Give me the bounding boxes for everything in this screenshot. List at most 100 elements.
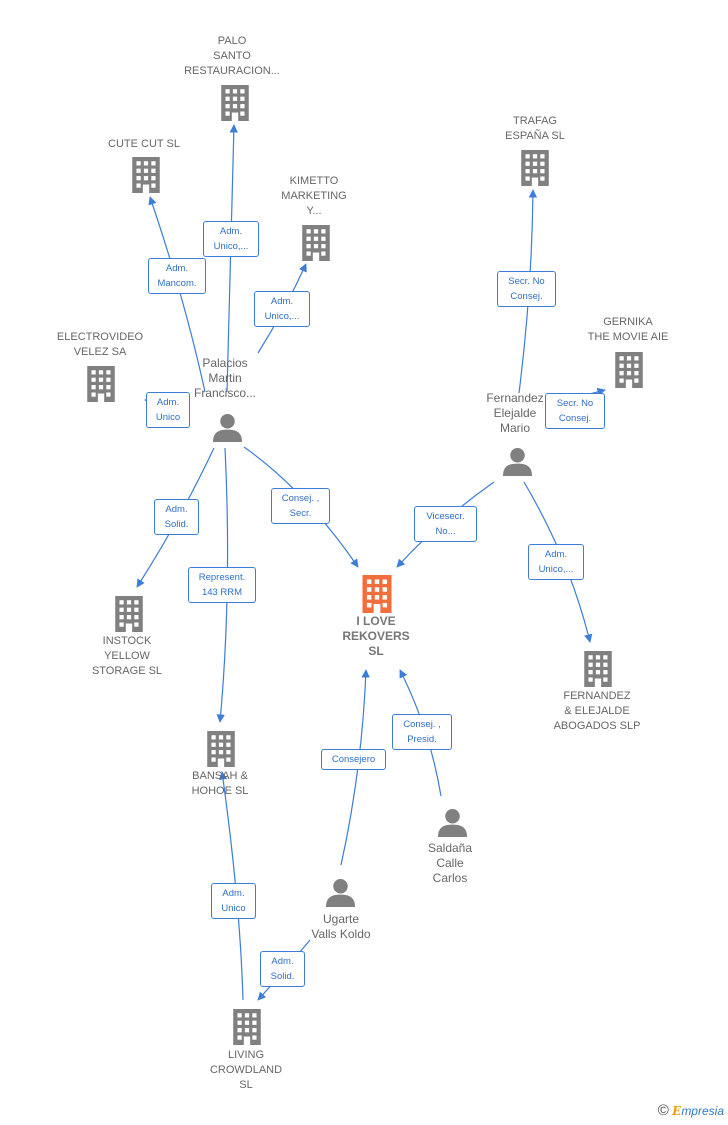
edge-label-fernandez-ilove[interactable]: Vicesecr. No... xyxy=(414,506,477,542)
company-label-line: BANSAH & xyxy=(192,770,248,782)
company-label-line: RESTAURACION... xyxy=(184,65,280,77)
edge-label-fernandez-gernika[interactable]: Secr. No Consej. xyxy=(545,393,605,429)
edge-label-line: Secr. No xyxy=(508,276,545,287)
company-label-line: CUTE CUT SL xyxy=(108,138,180,150)
company-cute-building-icon xyxy=(132,157,160,193)
edge-label-ugarte-living[interactable]: Adm. Solid. xyxy=(260,951,305,987)
person-label-line: Calle xyxy=(436,856,464,870)
edge-label-line: Consej. xyxy=(510,291,543,302)
center-label-line: I LOVE xyxy=(356,614,396,628)
company-label-line: VELEZ SA xyxy=(73,346,127,358)
brand-initial: E xyxy=(672,1104,682,1118)
edge-label-living-bansah[interactable]: Adm. Unico xyxy=(211,883,256,919)
person-label-palacios[interactable]: Palacios Martin Francisco... xyxy=(175,356,275,401)
company-label-cute[interactable]: CUTE CUT SL xyxy=(84,137,204,152)
person-label-fernandez[interactable]: Fernandez Elejalde Mario xyxy=(470,391,560,436)
person-label-line: Carlos xyxy=(432,871,468,885)
company-label-line: PALO xyxy=(217,35,247,47)
person-label-ugarte[interactable]: Ugarte Valls Koldo xyxy=(291,912,391,942)
company-palo-building-icon xyxy=(221,85,249,121)
edge-label-line: Adm. xyxy=(222,888,245,899)
company-bansah-building-icon xyxy=(207,731,235,767)
company-label-line: ABOGADOS SLP xyxy=(553,720,641,732)
company-label-kimetto[interactable]: KIMETTO MARKETING Y... xyxy=(264,174,364,219)
edge-label-palacios-ilove[interactable]: Consej. , Secr. xyxy=(271,488,330,524)
edge-label-line: Adm. xyxy=(156,397,180,408)
company-label-gernika[interactable]: GERNIKA THE MOVIE AIE xyxy=(564,315,692,345)
person-label-line: Francisco... xyxy=(193,386,256,400)
company-label-line: INSTOCK xyxy=(102,635,152,647)
edge-label-line: Unico,... xyxy=(264,311,300,322)
edge-label-palacios-kimetto[interactable]: Adm. Unico,... xyxy=(254,291,310,327)
person-label-line: Mario xyxy=(499,421,530,435)
company-label-line: CROWDLAND xyxy=(209,1064,283,1076)
edge-label-line: Mancom. xyxy=(157,278,197,289)
company-label-line: HOHOE SL xyxy=(191,785,249,797)
edge-label-line: Consej. , xyxy=(281,493,320,504)
edge-label-line: Adm. xyxy=(165,263,189,274)
edge-label-line: Adm. xyxy=(544,549,568,560)
company-label-electro[interactable]: ELECTROVIDEO VELEZ SA xyxy=(40,330,160,360)
edge-label-line: Unico,... xyxy=(213,241,249,252)
edge-label-line: Adm. xyxy=(271,956,294,967)
edge-label-line: Adm. xyxy=(219,226,243,237)
edge-label-line: Unico xyxy=(221,903,246,914)
company-label-line: ELECTROVIDEO xyxy=(56,331,144,343)
edge-label-line: Consej. xyxy=(558,413,592,424)
edge-label-palacios-instock[interactable]: Adm. Solid. xyxy=(154,499,199,535)
edge-label-ugarte-ilove[interactable]: Consejero xyxy=(321,749,386,770)
company-label-line: KIMETTO xyxy=(289,175,339,187)
edge-line-palacios-palo xyxy=(226,124,238,393)
company-label-line: YELLOW xyxy=(104,650,150,662)
edge-label-saldana-ilove[interactable]: Consej. , Presid. xyxy=(392,714,452,750)
person-label-line: Fernandez xyxy=(486,391,544,405)
edge-label-fernandez-fab[interactable]: Adm. Unico,... xyxy=(528,544,584,580)
brand-name: mpresia xyxy=(681,1104,724,1118)
person-label-line: Ugarte xyxy=(322,912,360,926)
edge-label-palacios-electro[interactable]: Adm. Unico xyxy=(146,392,190,428)
company-label-line: FERNANDEZ xyxy=(563,690,631,702)
edge-label-palacios-cute[interactable]: Adm. Mancom. xyxy=(148,258,206,294)
company-label-line: TRAFAG xyxy=(512,115,557,127)
edge-label-line: Represent. xyxy=(198,572,246,583)
company-label-bansah[interactable]: BANSAH & HOHOE SL xyxy=(165,769,275,799)
person-label-line: Saldaña xyxy=(427,841,473,855)
edge-label-line: Vicesecr. xyxy=(426,511,465,522)
company-label-line: STORAGE SL xyxy=(91,665,163,677)
edge-label-line: Presid. xyxy=(407,734,437,745)
company-label-line: SANTO xyxy=(213,50,251,62)
person-fernandez-icon xyxy=(503,448,532,476)
edge-label-fernandez-trafag[interactable]: Secr. No Consej. xyxy=(497,271,556,307)
edge-label-palacios-palo[interactable]: Adm. Unico,... xyxy=(203,221,259,257)
company-label-instock[interactable]: INSTOCK YELLOW STORAGE SL xyxy=(72,634,182,679)
company-label-line: GERNIKA xyxy=(603,316,653,328)
edge-label-line: Solid. xyxy=(164,519,189,530)
company-label-line: THE MOVIE AIE xyxy=(587,331,669,343)
company-fab-building-icon xyxy=(584,651,612,687)
company-label-palo[interactable]: PALO SANTO RESTAURACION... xyxy=(162,34,302,79)
edge-label-line: 143 RRM xyxy=(201,587,243,598)
edge-label-line: Secr. xyxy=(289,508,312,519)
company-label-living[interactable]: LIVING CROWDLAND SL xyxy=(191,1048,301,1093)
edge-label-line: Unico,... xyxy=(538,564,574,575)
company-label-trafag[interactable]: TRAFAG ESPAÑA SL xyxy=(475,114,595,144)
edge-label-line: Unico xyxy=(155,412,181,423)
center-label-line: SL xyxy=(368,644,384,658)
person-icons xyxy=(213,414,532,907)
company-kimetto-building-icon xyxy=(302,225,330,261)
company-label-line: & ELEJALDE xyxy=(564,705,630,717)
company-label-line: MARKETING xyxy=(281,190,347,202)
company-instock-building-icon xyxy=(115,596,143,632)
person-label-line: Valls Koldo xyxy=(311,927,371,941)
edge-label-palacios-bansah[interactable]: Represent. 143 RRM xyxy=(188,567,256,603)
copyright-icon: © xyxy=(657,1102,669,1119)
person-label-saldana[interactable]: Saldaña Calle Carlos xyxy=(405,841,495,886)
center-company-label[interactable]: I LOVE REKOVERS SL xyxy=(326,614,426,659)
edge-label-line: Adm. xyxy=(165,504,188,515)
edge-label-line: Consej. , xyxy=(403,719,441,730)
company-label-fab[interactable]: FERNANDEZ & ELEJALDE ABOGADOS SLP xyxy=(537,689,657,734)
edge-label-line: Consejero xyxy=(331,754,376,765)
edge-label-line: Solid. xyxy=(270,971,295,982)
edge-label-line: No... xyxy=(435,526,456,537)
